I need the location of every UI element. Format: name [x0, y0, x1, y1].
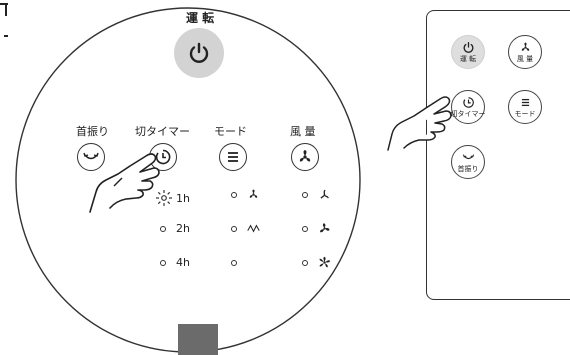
fan-icon: [299, 150, 311, 162]
indicator-dot: [160, 225, 166, 232]
mode-option-normal: [231, 188, 260, 201]
timer-option-label: 4h: [176, 256, 190, 269]
mode-label: モード: [214, 125, 247, 138]
timer-option-4h: 4h: [160, 256, 190, 269]
fan-icon: [320, 223, 330, 233]
swing-button[interactable]: [77, 143, 105, 171]
remote-power-label: 運 転: [459, 55, 477, 63]
mode-button[interactable]: [219, 143, 247, 171]
indicator-dot: [302, 259, 308, 266]
remote-mode-button[interactable]: モード: [508, 90, 542, 124]
hand-pointer-icon: [387, 96, 452, 151]
remote-timer-button[interactable]: 切タイマー: [450, 90, 486, 124]
fan-speed-label: 風 量: [290, 125, 316, 138]
sleep-moon-icon: [249, 257, 258, 267]
indicator-dot: [302, 225, 308, 232]
fan-speed-option-weak: [302, 188, 331, 201]
power-icon: [189, 42, 209, 63]
indicator-dot: [160, 259, 166, 266]
remote-power-button[interactable]: 運 転: [451, 35, 485, 69]
mode-option-rhythm: [231, 222, 260, 235]
indicator-dot: [302, 191, 308, 198]
panel-bottom-block: [178, 324, 218, 355]
swing-label: 首振り: [76, 125, 109, 138]
hand-pointer-icon: [89, 153, 160, 213]
remote-swing-label: 首振り: [457, 165, 479, 173]
fan-speed-button[interactable]: [291, 143, 319, 171]
timer-icon: [155, 149, 171, 165]
timer-option-label: 2h: [176, 222, 190, 235]
fan-icon: [319, 256, 331, 268]
remote-swing-button[interactable]: 首振り: [451, 145, 485, 179]
mode-icon: [521, 98, 529, 107]
swing-icon: [462, 154, 474, 160]
power-icon: [463, 41, 473, 53]
swing-icon: [83, 152, 99, 160]
timer-option-1h: 1h: [154, 188, 190, 208]
fan-icon: [521, 42, 529, 51]
power-button[interactable]: [174, 28, 224, 78]
remote-fan-speed-button[interactable]: 風 量: [508, 35, 542, 69]
indicator-dot: [231, 259, 237, 266]
blink-icon: [156, 190, 172, 206]
indicator-dot: [231, 191, 237, 198]
fan-speed-option-strong: [302, 256, 331, 269]
mode-icon: [228, 152, 238, 162]
mode-option-sleep: [231, 256, 260, 269]
remote-mode-label: モード: [514, 110, 536, 118]
timer-option-label: 1h: [176, 191, 190, 205]
fan-icon: [320, 189, 329, 199]
fan-speed-option-medium: [302, 222, 331, 235]
timer-option-2h: 2h: [160, 222, 190, 235]
indicator-dot: [231, 225, 237, 232]
timer-icon: [462, 97, 474, 108]
timer-label: 切タイマー: [135, 125, 190, 138]
remote-control: [426, 10, 570, 300]
fan-icon: [249, 189, 258, 198]
power-label: 運 転: [186, 11, 215, 25]
remote-fan-speed-label: 風 量: [516, 55, 534, 63]
rhythm-wave-icon: [247, 224, 260, 233]
remote-timer-label: 切タイマー: [450, 110, 486, 118]
